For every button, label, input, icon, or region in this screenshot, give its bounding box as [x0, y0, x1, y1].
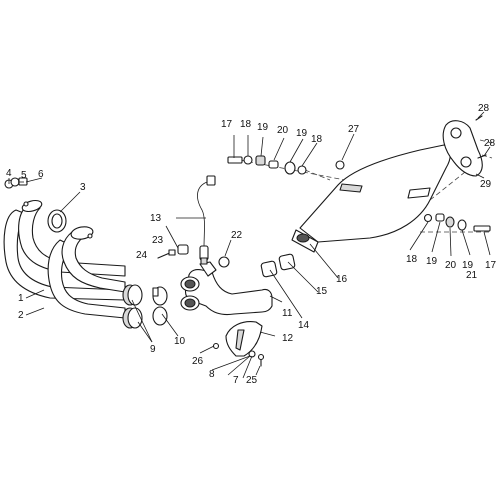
- callout-7: 7: [233, 375, 239, 386]
- callout-17-lower: 17: [485, 260, 497, 271]
- mount-bolt-lower: [423, 213, 491, 232]
- callout-12: 12: [282, 333, 294, 344]
- callout-9: 9: [150, 344, 156, 355]
- callout-20-upper: 20: [277, 125, 289, 136]
- callout-8: 8: [209, 369, 215, 380]
- callout-20-lower: 20: [445, 260, 457, 271]
- callout-22: 22: [231, 230, 243, 241]
- collector-pipe: [180, 261, 273, 316]
- callout-19-upper-right: 19: [296, 128, 308, 139]
- callout-4: 4: [6, 168, 12, 179]
- callout-18-upper-left: 18: [240, 119, 252, 130]
- lambda-sensor: [197, 175, 216, 265]
- leader-lines: [8, 111, 491, 379]
- exhaust-gasket: [47, 209, 67, 233]
- callout-10: 10: [174, 336, 186, 347]
- heat-shield: [212, 321, 265, 367]
- callout-28-top: 28: [478, 103, 490, 114]
- callout-5: 5: [21, 170, 27, 181]
- callout-23: 23: [152, 235, 164, 246]
- callout-19-upper-left: 19: [257, 122, 269, 133]
- callout-18-lower: 18: [406, 254, 418, 265]
- callout-11: 11: [282, 308, 293, 319]
- pipe-clamps: [122, 284, 143, 329]
- callout-16: 16: [336, 274, 348, 285]
- callout-14: 14: [298, 320, 310, 331]
- callout-19-lower-left: 19: [426, 256, 438, 267]
- callout-19-lower-right: 19: [462, 260, 474, 271]
- callout-28-right: 28: [484, 138, 496, 149]
- silencer-bracket: [442, 120, 483, 177]
- callout-29: 29: [480, 179, 492, 190]
- callout-3: 3: [80, 182, 86, 193]
- callout-labels: 4 5 6 3 1 2 9 10 11 12 13 14 15 16 17 18…: [6, 103, 497, 386]
- callout-15: 15: [316, 286, 328, 297]
- connector-clamp: [152, 286, 168, 326]
- silencer-sleeves: [260, 253, 296, 278]
- callout-26: 26: [192, 356, 204, 367]
- header-pipe-assembly: [3, 199, 126, 319]
- callout-24: 24: [136, 250, 148, 261]
- callout-13: 13: [150, 213, 162, 224]
- callout-25: 25: [246, 375, 258, 386]
- collector-fasteners: [157, 244, 230, 268]
- callout-17-upper: 17: [221, 119, 233, 130]
- callout-21: 21: [466, 270, 478, 281]
- mount-bolt-upper: [227, 155, 345, 175]
- callout-1: 1: [18, 293, 24, 304]
- callout-6: 6: [38, 169, 44, 180]
- silencer: [291, 144, 451, 253]
- callout-2: 2: [18, 310, 24, 321]
- callout-18-upper-right: 18: [311, 134, 323, 145]
- callout-27: 27: [348, 124, 360, 135]
